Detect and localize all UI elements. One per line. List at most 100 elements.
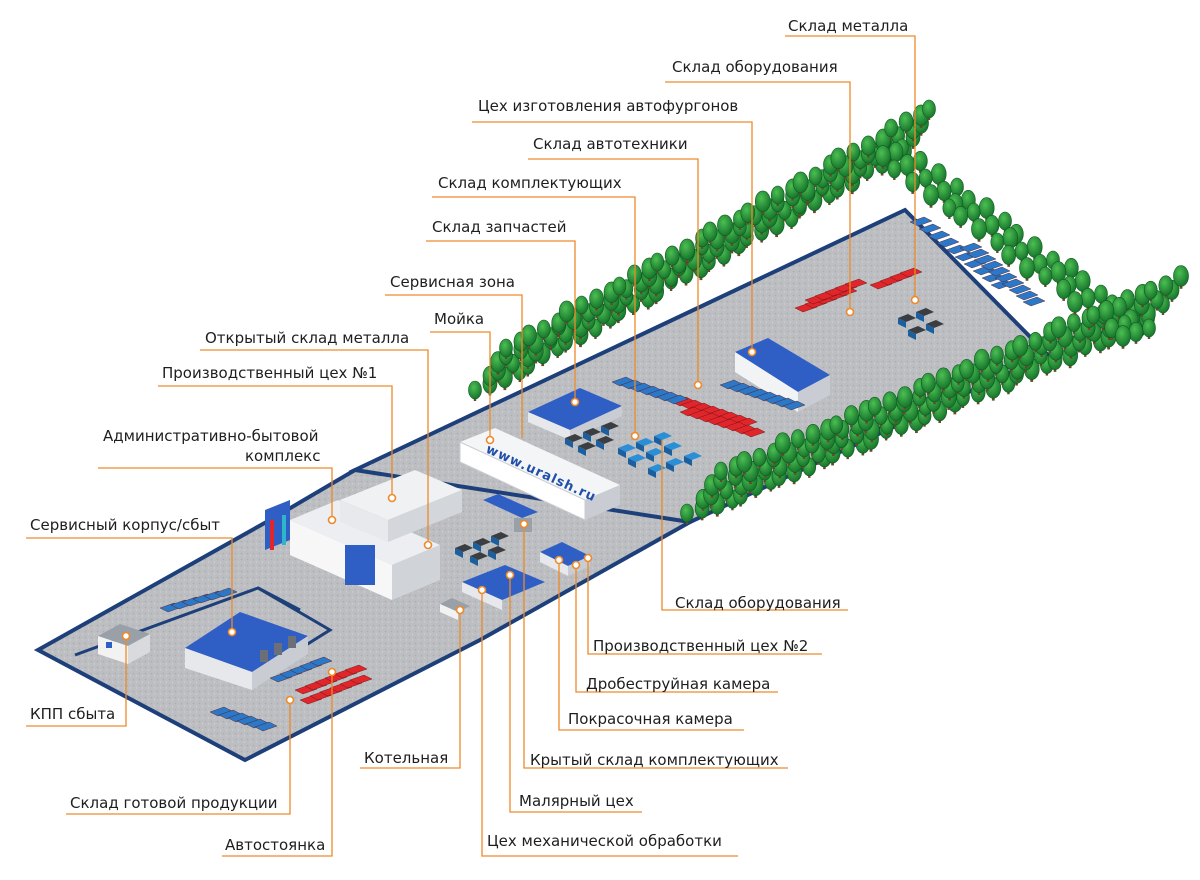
label-service-zone: Сервисная зона [390,273,515,291]
storage-container [578,442,596,450]
storage-container [491,532,509,540]
storage-container [488,546,506,554]
tree [714,461,728,482]
label-metal-warehouse: Склад металла [788,17,908,35]
storage-container [601,422,619,430]
tree [1173,265,1189,289]
tree [844,405,859,428]
callout-open-metal-warehouse: Открытый склад металла [200,329,433,550]
storage-container [666,458,684,466]
tree [974,348,990,373]
label-finished-goods: Склад готовой продукции [70,794,277,812]
vehicles-and-storage [159,216,1046,732]
tree [1019,257,1035,281]
label-checkpoint: КПП сбыта [30,705,115,723]
tree [589,288,604,311]
tree [942,198,957,219]
storage-container-side [646,452,654,462]
tree [1143,280,1158,302]
vehicle [1022,296,1046,307]
label-machining-shop: Цех механической обработки [487,832,722,850]
tree [558,300,575,325]
tree [1094,284,1108,305]
tree [808,166,823,187]
label-components-warehouse: Склад комплектующих [438,174,622,192]
tree [1104,317,1119,340]
callout-van-shop: Цех изготовления автофургонов [472,97,757,357]
vehicle [973,254,997,265]
tree [752,447,767,469]
tree [920,372,936,395]
callouts: Склад металла Склад оборудования Цех изг… [26,17,920,857]
storage-container-side [601,426,609,436]
storage-container-side [898,318,906,328]
storage-container-side [473,542,481,552]
tree [860,135,876,158]
storage-container [628,454,646,462]
label-equipment-warehouse-bottom: Склад оборудования [675,594,841,612]
callout-metal-warehouse: Склад металла [785,17,920,305]
vehicle [918,223,942,234]
tree [612,276,627,297]
storage-container-side [926,324,934,334]
storage-container [470,552,488,560]
storage-container [916,308,934,316]
tree [774,432,791,456]
storage-container-side [618,448,626,458]
storage-container-side [583,432,591,442]
callout-production-shop-2: Производственный цех №2 [583,553,822,655]
tree [791,429,805,450]
production-shop-1 [340,470,462,542]
tree [898,111,914,134]
callout-vehicle-warehouse: Склад автотехники [528,135,703,390]
label-open-metal-warehouse: Открытый склад металла [205,329,409,347]
tree [537,319,551,340]
tree [680,503,694,524]
vehicle [742,427,766,438]
label-admin-line2: комплекс [245,447,320,465]
label-covered-components: Крытый склад комплектующих [530,751,779,769]
storage-container-side [666,462,674,472]
tree [953,205,968,228]
tree [830,147,847,172]
callout-spare-parts: Склад запчастей [426,218,580,407]
tree [959,359,975,382]
label-production-shop-1: Производственный цех №1 [162,364,377,382]
tree [736,451,753,475]
storage-container-side [654,436,662,446]
tree [468,380,482,401]
callout-car-wash: Мойка [430,310,495,445]
service-building [185,612,308,690]
tree [922,99,936,120]
vehicle [254,721,278,732]
storage-container-side [636,442,644,452]
storage-container [565,434,583,442]
tree [829,415,844,436]
vehicle [1001,278,1025,289]
vehicle [344,664,368,675]
storage-container-side [648,468,656,478]
vehicle [987,266,1011,277]
storage-container [684,452,702,460]
tree [1086,305,1101,326]
tree [664,245,680,268]
storage-container [618,444,636,452]
callout-paint-chamber: Покрасочная камера [554,555,744,731]
callout-car-parking: Автостоянка [222,667,337,857]
vehicle [1008,284,1032,295]
vehicle [309,656,333,667]
storage-container-side [684,456,692,466]
tree [1115,325,1131,349]
tree [905,171,920,194]
vehicle [1015,290,1039,301]
vehicle [980,260,1004,271]
tree [702,221,718,244]
tree [1038,266,1053,287]
callout-admin-complex: Административно-бытовой комплекс [98,427,337,525]
label-spare-parts: Склад запчастей [432,218,566,236]
tree [923,184,939,208]
label-car-parking: Автостоянка [225,836,325,854]
tree [887,159,902,180]
label-production-shop-2: Производственный цех №2 [593,637,808,655]
